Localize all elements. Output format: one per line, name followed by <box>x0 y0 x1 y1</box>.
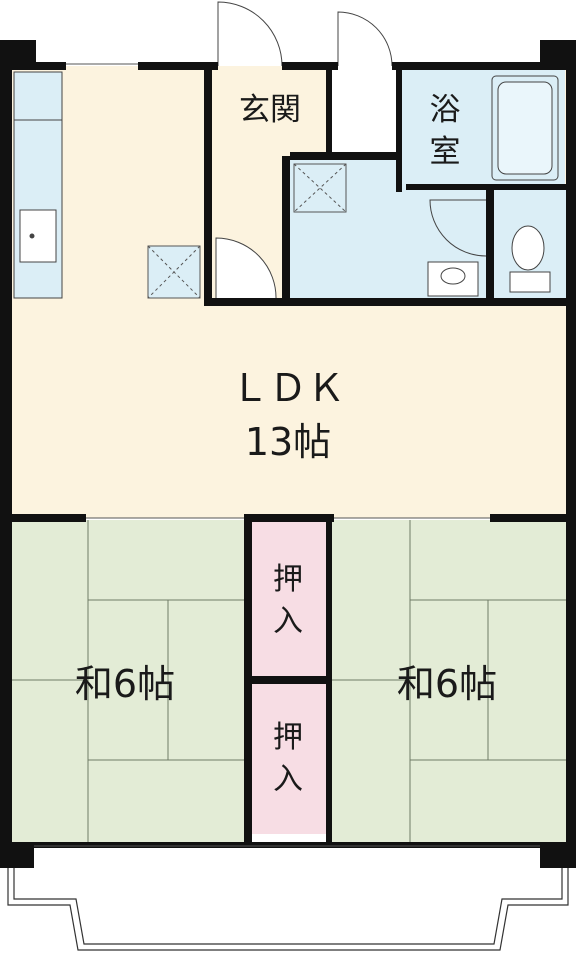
floor-hatches <box>147 163 347 299</box>
bath-label-2: 室 <box>429 134 461 170</box>
windows <box>34 63 540 847</box>
door-swings <box>215 1 487 301</box>
storage-floor <box>332 66 396 154</box>
bath-label-1: 浴 <box>429 92 461 128</box>
walls <box>0 40 576 868</box>
closet-upper-label-1: 押 <box>273 562 303 597</box>
closet-lower-label-2: 入 <box>273 762 303 797</box>
bathtub <box>491 75 559 181</box>
closet-upper-label-2: 入 <box>273 604 303 639</box>
toilet <box>509 225 551 293</box>
closet-lower-label-1: 押 <box>273 720 303 755</box>
ldk-size: 13帖 <box>244 420 332 464</box>
entrance-label: 玄関 <box>239 92 301 128</box>
tatami-left <box>12 520 248 846</box>
entrance-floor <box>210 66 330 156</box>
washbasin <box>427 261 479 297</box>
tatami-lines-left <box>12 520 248 846</box>
closet-lower <box>250 684 328 834</box>
tatami-lines-right <box>332 520 566 846</box>
kitchen-counter <box>13 71 63 299</box>
closet-upper <box>250 522 328 678</box>
washitsu-left-label: 和6帖 <box>74 662 176 706</box>
tatami-right <box>332 520 566 846</box>
ldk-name: ＬＤＫ <box>230 366 345 410</box>
washitsu-right-label: 和6帖 <box>396 662 498 706</box>
balcony <box>7 868 569 951</box>
